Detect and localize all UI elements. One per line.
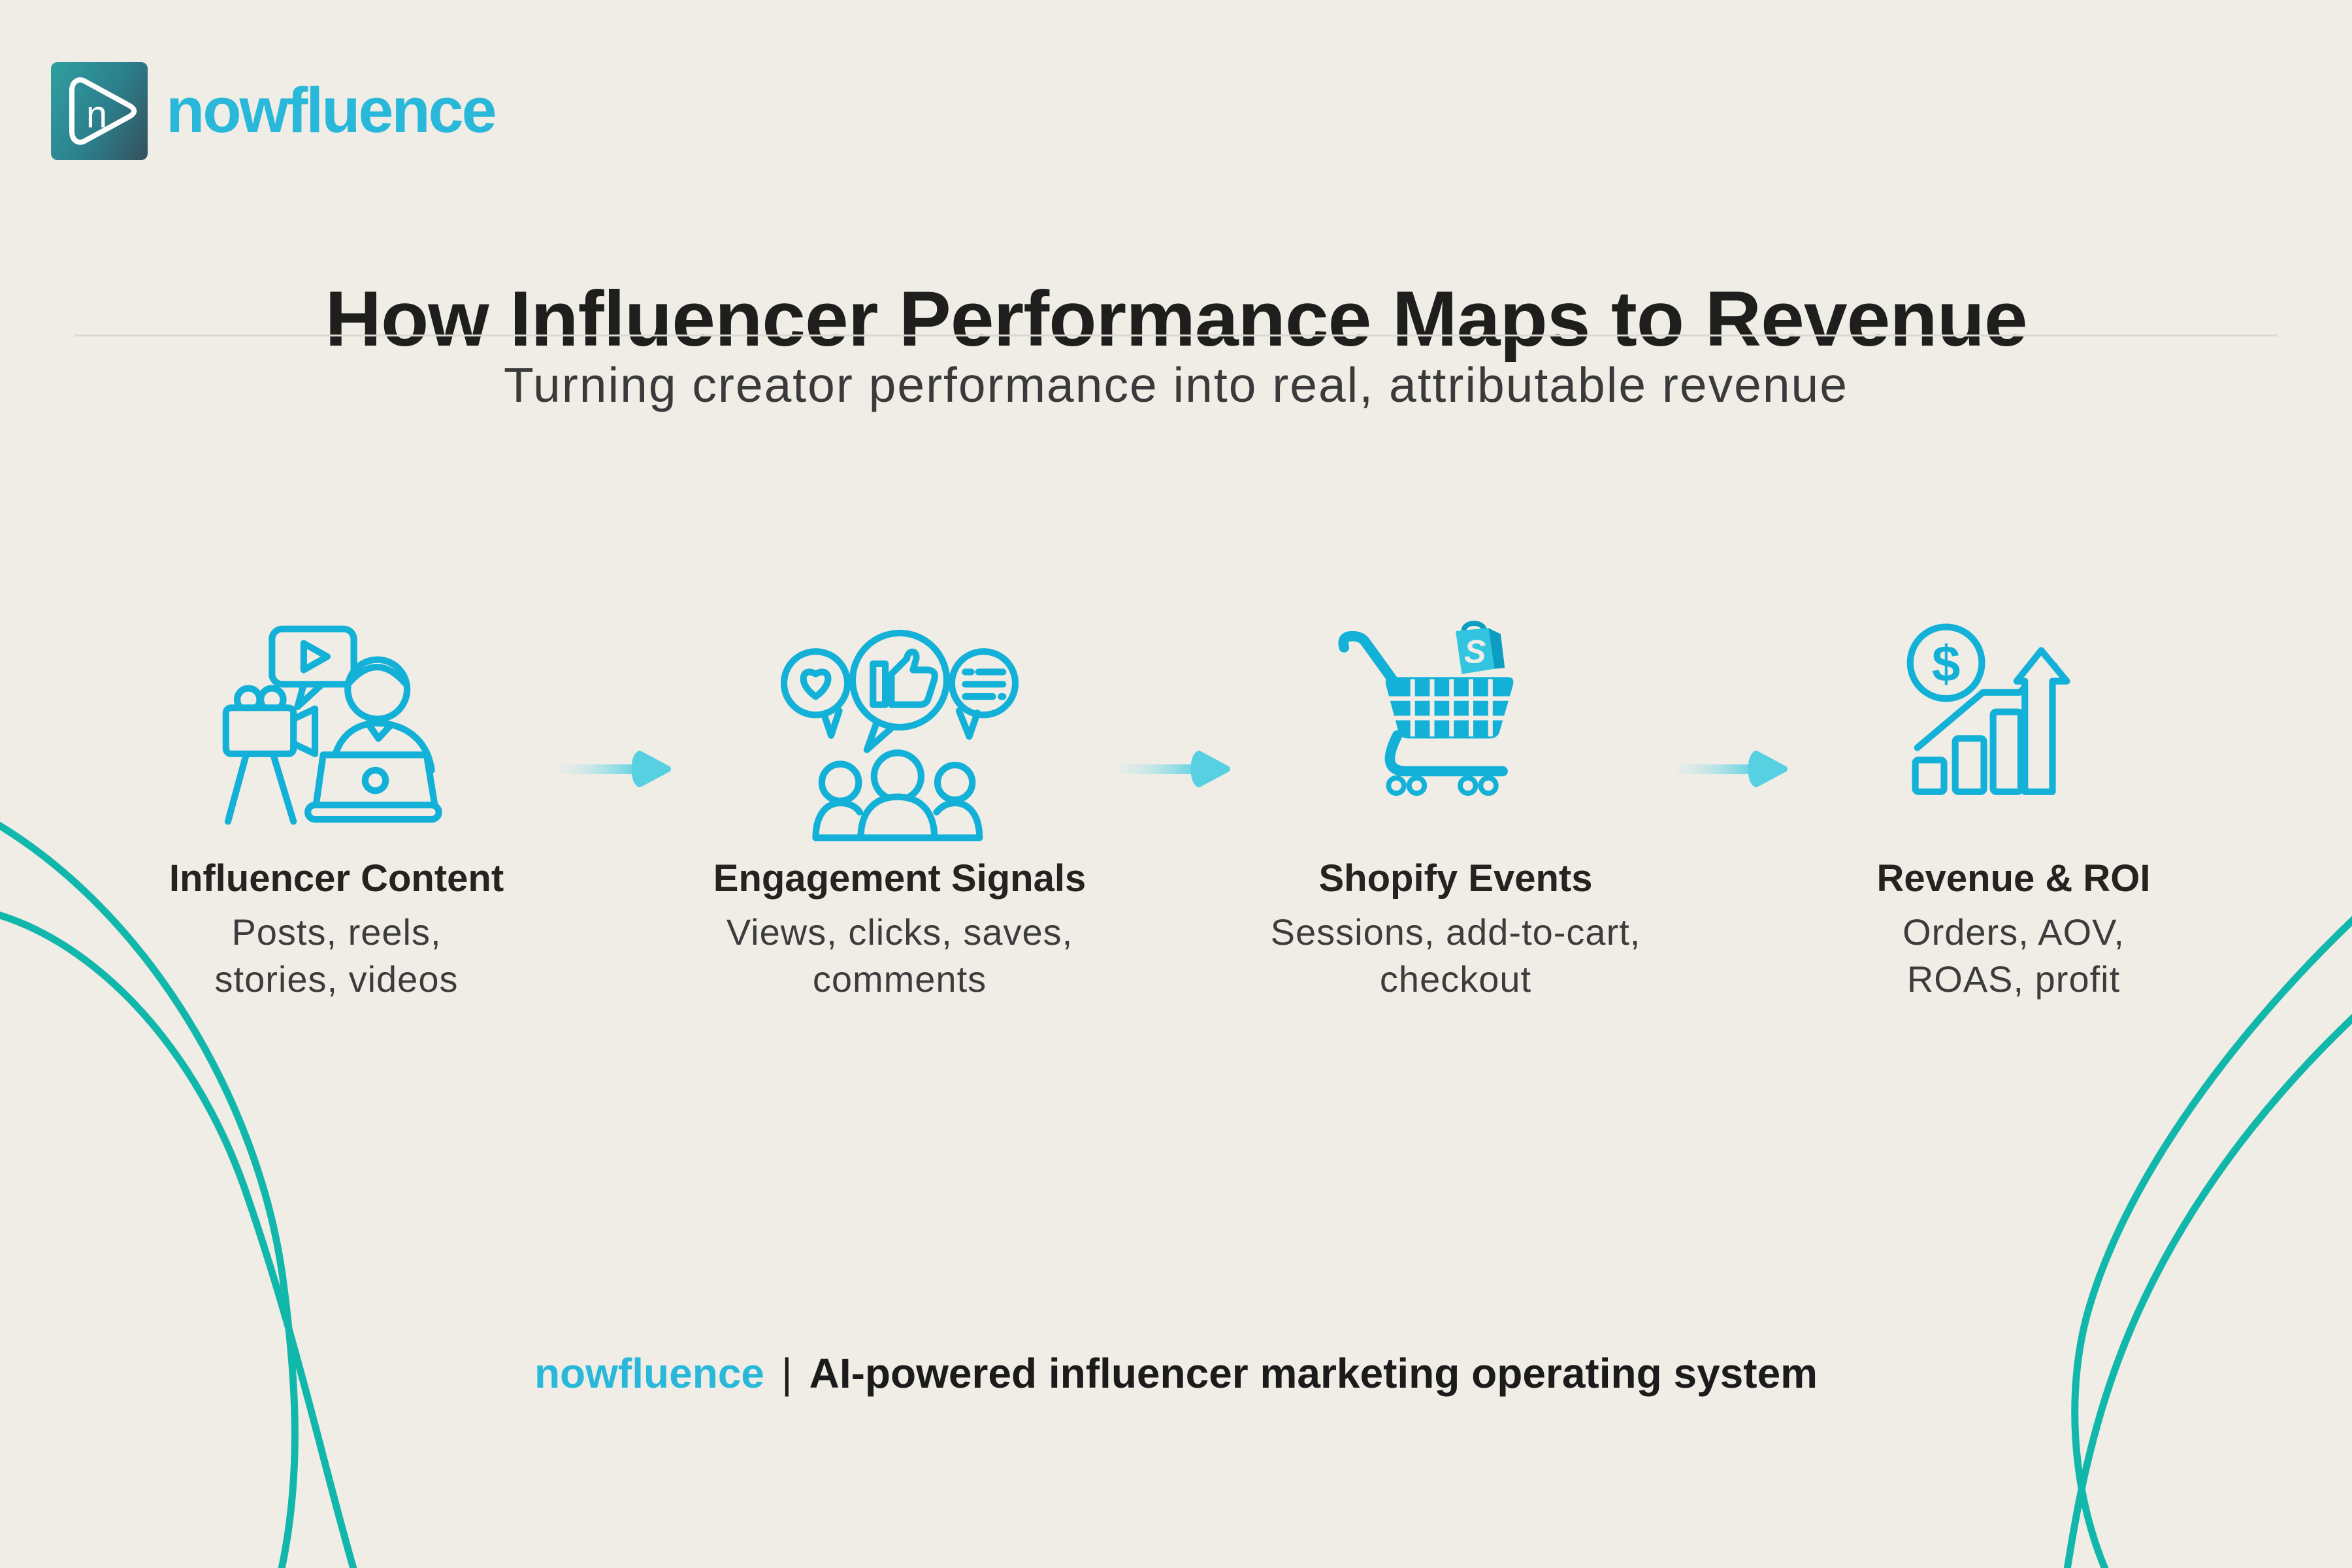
step-title: Shopify Events [1318,857,1593,900]
step-description-line2: comments [812,958,987,1000]
flow-arrow-icon [1675,751,1788,787]
step-influencer-content: Influencer Content Posts, reels, stories… [88,621,585,1003]
up-arrow-icon [2013,647,2070,795]
curve-left-inner [0,911,357,1568]
step-description-line1: Sessions, add-to-cart, [1270,911,1641,953]
step-engagement-signals: Engagement Signals Views, clicks, saves,… [651,621,1148,1003]
step-shopify-events: S Shopify Events Sessions, add-to-cart, … [1207,621,1704,1003]
step-description: Sessions, add-to-cart, checkout [1207,909,1704,1003]
step-title: Influencer Content [169,857,504,900]
dollar-growth-chart-icon: $ [1906,623,2070,795]
footer-brand: nowfluence [534,1350,764,1397]
dollar-sign: $ [1932,635,1961,693]
shopify-s-letter: S [1464,633,1486,670]
step-title: Revenue & ROI [1876,857,2151,900]
flow-arrow-icon [559,751,671,787]
reaction-bubbles-audience-icon [780,629,1019,841]
shopify-bag-icon: S [1456,621,1505,674]
logo-letter: n [86,93,107,136]
footer-tagline-bar: nowfluence | AI-powered influencer marketi… [0,1352,2352,1394]
flow-arrow-icon [1118,751,1230,787]
bar-chart-icon [1912,708,2025,795]
step-description-line2: ROAS, profit [1906,958,2121,1000]
nowfluence-logo-mark: n [51,62,148,160]
footer-separator: | [781,1350,792,1397]
step-title: Engagement Signals [713,857,1086,900]
curve-right-inner [2063,1013,2352,1568]
audience-people-icon [812,749,983,841]
curve-left-outer [0,821,299,1568]
step-description-line2: stories, videos [214,958,459,1000]
creator-camera-laptop-icon [222,625,442,825]
step-description-line2: checkout [1379,958,1532,1000]
footer-tagline: AI-powered influencer marketing operatin… [809,1350,1818,1397]
page-subtitle: Turning creator performance into real, a… [504,357,1848,412]
title-divider [75,335,2277,336]
step-description-line1: Posts, reels, [231,911,442,953]
step-description: Views, clicks, saves, comments [651,909,1148,1003]
curve-right-outer [2071,915,2352,1568]
step-description: Orders, AOV, ROAS, profit [1765,909,2262,1003]
thumbs-up-icon [870,648,938,708]
cart-grid-pattern [1388,679,1511,737]
step-description: Posts, reels, stories, videos [88,909,585,1003]
page-title: How Influencer Performance Maps to Reven… [325,275,2027,363]
step-description-line1: Views, clicks, saves, [726,911,1073,953]
comment-lines-icon [962,668,1007,700]
step-description-line1: Orders, AOV, [1903,911,2125,953]
cart-wheels [1386,775,1499,796]
play-n-logo-icon: n [69,77,137,145]
heart-icon [800,668,832,700]
step-revenue-roi: $ Revenue & ROI Orders, AOV, ROAS, profi… [1765,621,2262,1003]
brand-wordmark: nowfluence [166,74,497,146]
shopping-cart-shopify-bag-icon: S [1338,621,1514,796]
